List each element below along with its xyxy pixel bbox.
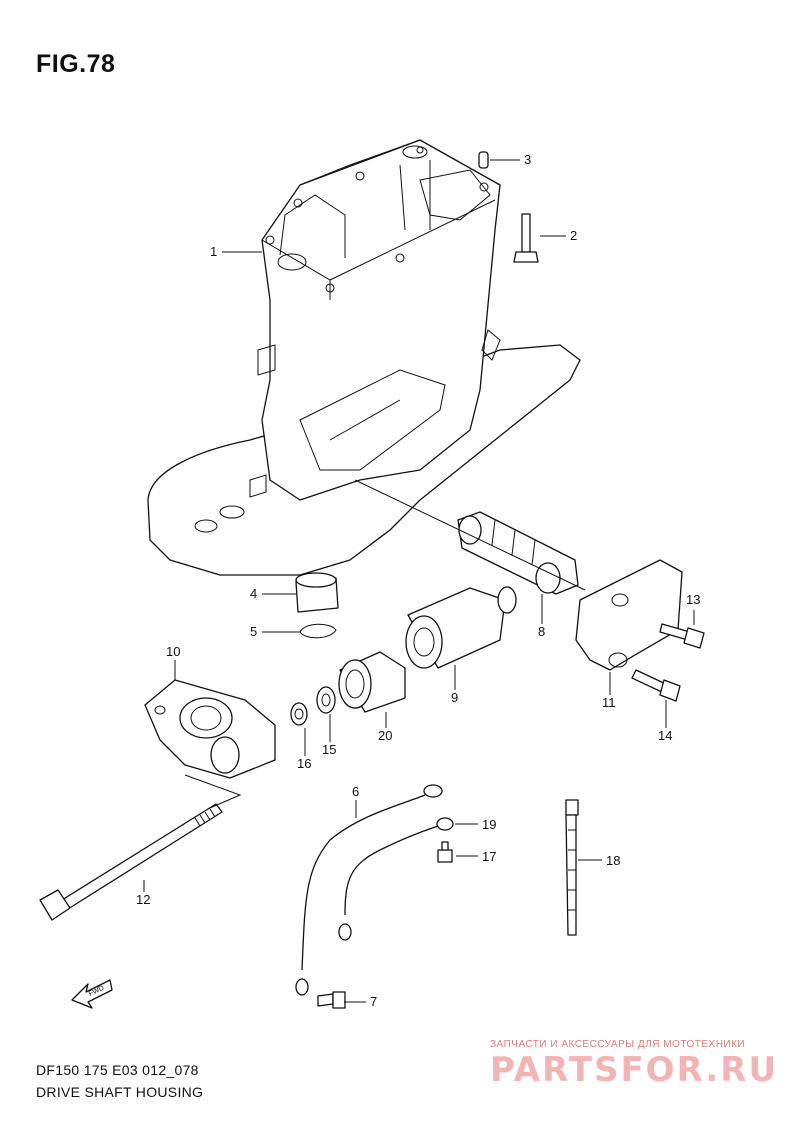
callout-5: 5: [250, 624, 257, 639]
cable-tie-part-18: [565, 799, 579, 936]
mount-bracket-part-11: [575, 559, 683, 671]
callout-8: 8: [538, 624, 545, 639]
callout-14: 14: [658, 728, 672, 743]
sleeve-part-20: [338, 651, 406, 713]
callout-17: 17: [482, 849, 496, 864]
callout-3: 3: [524, 152, 531, 167]
lower-mount-part-9: [405, 586, 517, 669]
watermark-logo: PARTSFOR.RU: [490, 1050, 779, 1090]
callout-20: 20: [378, 728, 392, 743]
bushing-part-4: [295, 572, 339, 613]
callout-12: 12: [136, 892, 150, 907]
callout-19: 19: [482, 817, 496, 832]
bolt-part-13: [659, 623, 705, 649]
fwd-direction-arrow: FWD: [71, 979, 113, 1009]
bolt-part-14: [631, 669, 681, 702]
drive-shaft-housing: [147, 139, 581, 576]
callout-2: 2: [570, 228, 577, 243]
callout-4: 4: [250, 586, 257, 601]
callout-18: 18: [606, 853, 620, 868]
callout-leader-lines: [143, 159, 695, 1003]
callout-15: 15: [322, 742, 336, 757]
figure-title: FIG.78: [36, 50, 116, 78]
washer-part-16: [290, 702, 308, 726]
diagram-code: DF150 175 E03 012_078: [36, 1062, 199, 1078]
mount-housing-part-10: [144, 679, 276, 779]
callout-10: 10: [166, 644, 180, 659]
upper-mount-part-8: [457, 511, 579, 595]
bolt-part-2: [513, 213, 539, 263]
circlip-part-5: [299, 623, 337, 639]
bolt-part-17: [437, 841, 453, 863]
callout-11: 11: [602, 695, 616, 710]
dowel-pin-part-3: [478, 151, 489, 169]
callout-7: 7: [370, 994, 377, 1009]
ground-wire-part-19: [338, 817, 454, 941]
washer-part-15: [316, 686, 336, 714]
bolt-part-7: [317, 991, 346, 1009]
watermark-subtitle: ЗАПЧАСТИ И АКСЕССУАРЫ ДЛЯ МОТОТЕХНИКИ: [490, 1039, 746, 1050]
callout-1: 1: [210, 244, 217, 259]
diagram-title: DRIVE SHAFT HOUSING: [36, 1084, 204, 1100]
long-bolt-part-12: [39, 803, 223, 921]
callout-16: 16: [297, 756, 311, 771]
callout-13: 13: [686, 592, 700, 607]
callout-6: 6: [352, 784, 359, 799]
callout-9: 9: [451, 690, 458, 705]
